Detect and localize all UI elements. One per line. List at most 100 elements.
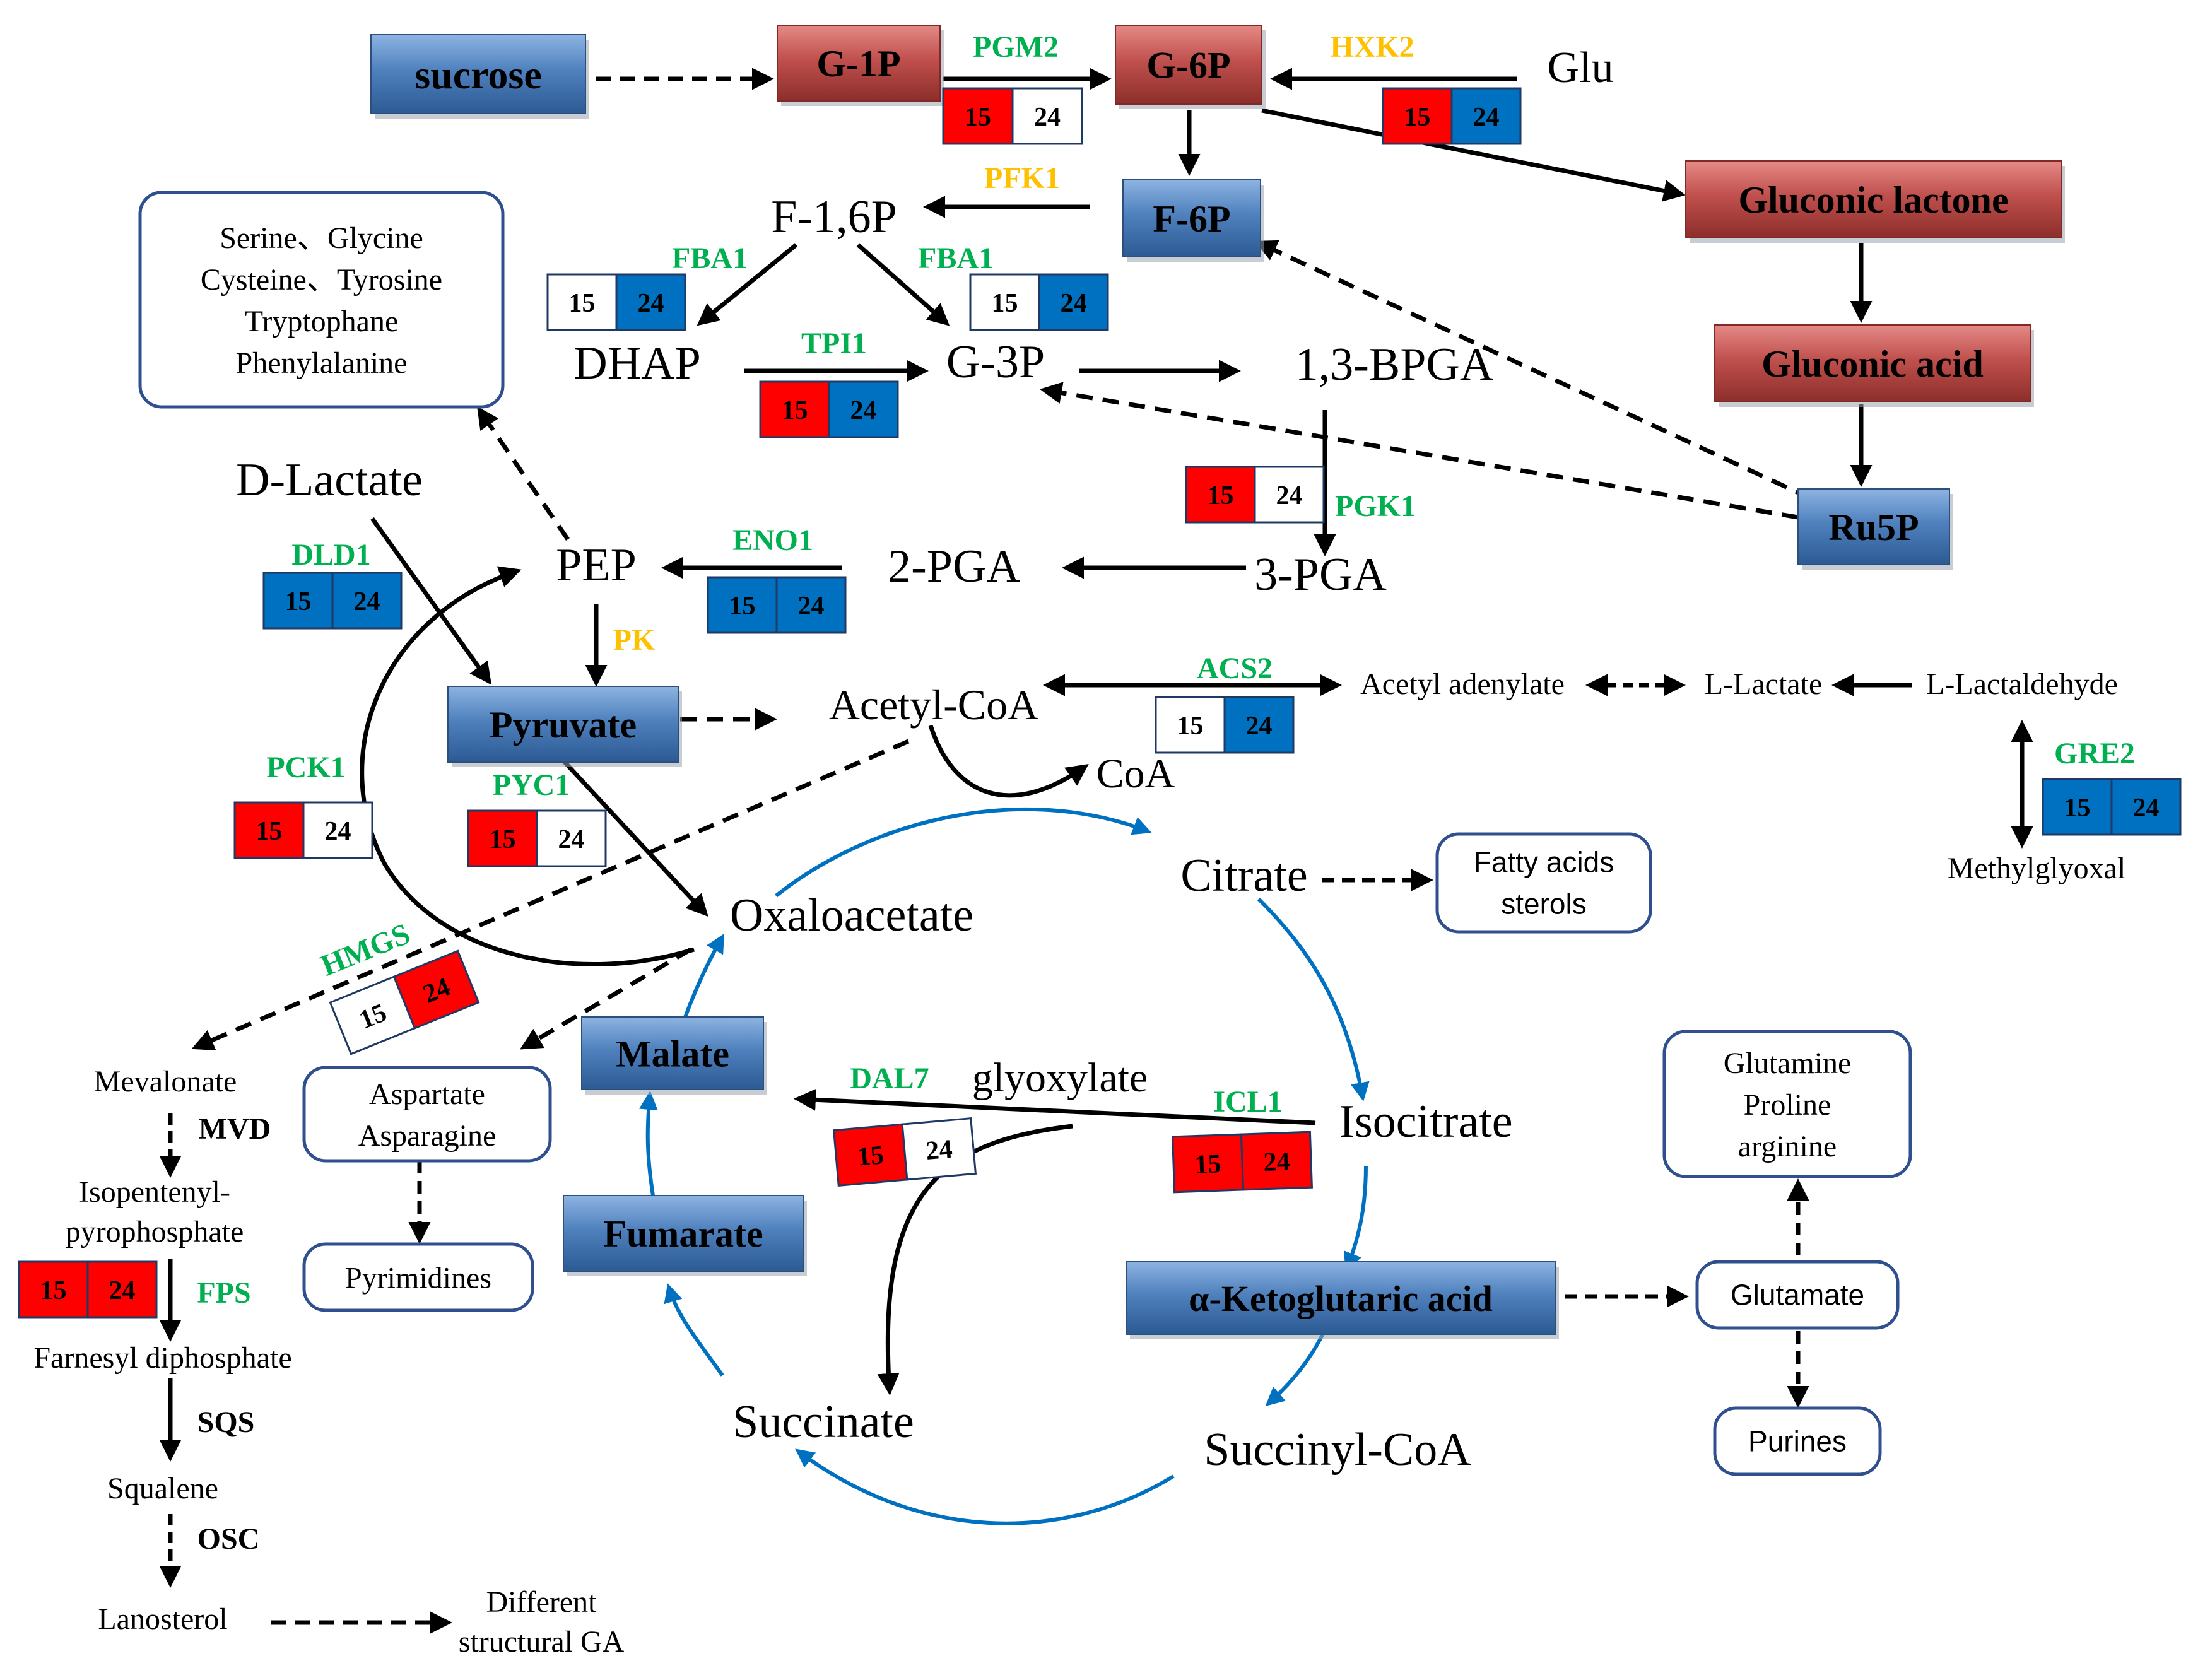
cell-24h-label: 24: [798, 592, 825, 621]
metabolite-acetylcoa: Acetyl-CoA: [829, 681, 1038, 729]
cell-24h: [828, 380, 899, 438]
metabolite-llactate: L-Lactate: [1705, 667, 1823, 701]
metabolite-mevalonate: Mevalonate: [94, 1065, 237, 1098]
cell-15h-label: 15: [285, 587, 312, 616]
metabolite-g3p: G-3P: [946, 336, 1045, 388]
cell-24h: [901, 1117, 977, 1181]
group-pyrimidines: Pyrimidines: [302, 1242, 534, 1312]
cell-15h: [546, 273, 618, 331]
cell-24h: [1240, 1131, 1314, 1191]
tca-akg-succinylcoa: [1265, 1329, 1327, 1406]
enzyme-pyc1: PYC1: [493, 768, 570, 802]
node-label: F-6P: [1153, 198, 1230, 240]
metabolite-isocitrate: Isocitrate: [1339, 1096, 1512, 1148]
metabolite-pga3: 3-PGA: [1254, 549, 1387, 601]
enzyme-dld1: DLD1: [291, 538, 370, 572]
cell-15h-label: 15: [992, 289, 1018, 318]
metabolite-succinate: Succinate: [732, 1396, 914, 1448]
tca-fumarate-malate: [638, 1091, 658, 1196]
arrow-isocitrate-malate: [794, 1088, 1316, 1125]
cell-24h-label: 24: [354, 587, 380, 616]
cell-15h-label: 15: [1194, 1149, 1222, 1179]
cell-15h: [1185, 466, 1256, 524]
metabolite-glyoxylate: glyoxylate: [972, 1055, 1148, 1101]
cell-24h: [331, 572, 403, 630]
arrow-oxaloacetate-pep: [360, 566, 695, 967]
cell-24h-label: 24: [109, 1276, 136, 1305]
enzyme-eno1: ENO1: [732, 524, 813, 557]
group-glutamate: Glutamate: [1695, 1260, 1900, 1330]
group-line: Proline: [1744, 1088, 1831, 1122]
node-label: α-Ketoglutaric acid: [1189, 1278, 1493, 1319]
cell-24h: [615, 273, 686, 331]
tca-succinate-fumarate: [664, 1283, 724, 1377]
enzyme-pck1: PCK1: [266, 751, 345, 784]
metabolite-diff-ga1: Different: [486, 1585, 597, 1619]
metabolite-ipp1: Isopentenyl-: [79, 1175, 230, 1209]
group-line: Aspartate: [369, 1078, 485, 1111]
group-line: Serine、Glycine: [220, 221, 423, 255]
cell-24h: [2110, 778, 2182, 836]
arrow-pyruvate-oxaloacetate: [563, 760, 708, 917]
node-gluconic-lactone: Gluconic lactone: [1685, 160, 2065, 243]
group-line: Fatty acids: [1474, 846, 1614, 879]
group-line: Phenylalanine: [236, 346, 408, 380]
metabolite-pep: PEP: [556, 539, 637, 591]
enzyme-tpi1: TPI1: [801, 327, 867, 360]
metabolite-succinylcoa: Succinyl-CoA: [1204, 1424, 1471, 1476]
cell-24h-label: 24: [2133, 794, 2160, 823]
cell-15h-label: 15: [490, 825, 516, 854]
node-label: Gluconic acid: [1761, 343, 1984, 385]
cell-15h: [1382, 87, 1453, 145]
node-label: Malate: [616, 1033, 729, 1075]
group-line: Cysteine、Tyrosine: [201, 263, 442, 297]
group-line: Tryptophane: [245, 305, 399, 338]
cell-24h-label: 24: [925, 1134, 954, 1165]
arrow-acetylcoa-coa: [928, 724, 1089, 798]
arrow-acetylcoa-mevalonate: [191, 739, 910, 1051]
cell-24h: [1254, 466, 1325, 524]
enzyme-fps: FPS: [197, 1276, 250, 1310]
arrow-g6p-lactone: [1261, 108, 1686, 202]
tca-isocitrate-akg: [1343, 1165, 1368, 1272]
tca-succinylcoa-succinate: [795, 1448, 1175, 1525]
arrow-oxaloacetate-aspartate: [519, 947, 692, 1050]
enzyme-acs2: ACS2: [1197, 652, 1273, 685]
enzyme-fba1b: FBA1: [918, 242, 994, 275]
cell-24h-label: 24: [1034, 103, 1061, 132]
enzyme-gre2: GRE2: [2054, 737, 2135, 770]
metabolite-llactaldehyde: L-Lactaldehyde: [1926, 667, 2118, 701]
cell-15h: [233, 801, 305, 859]
group-boxes: Serine、GlycineCysteine、TyrosineTryptopha…: [138, 191, 1912, 1476]
enzyme-sqs: SQS: [197, 1406, 255, 1439]
node-label: G-6P: [1146, 45, 1230, 86]
cell-15h: [1155, 696, 1226, 754]
cell-24h-label: 24: [1263, 1147, 1291, 1177]
node-ru5p: Ru5P: [1797, 488, 1953, 570]
metabolite-ipp2: pyrophosphate: [66, 1215, 244, 1248]
enzyme-pk: PK: [613, 623, 656, 657]
group-line: Glutamine: [1724, 1047, 1852, 1080]
cell-15h-label: 15: [40, 1276, 67, 1305]
arrow-pep-aminoacids: [477, 406, 570, 541]
node-label: Pyruvate: [490, 704, 637, 746]
arrow-isocitrate-succinate: [877, 1124, 1073, 1395]
node-label: Gluconic lactone: [1738, 179, 2008, 221]
metabolite-dlactate: D-Lactate: [236, 454, 423, 506]
cell-15h: [262, 572, 334, 630]
cell-15h: [18, 1260, 89, 1319]
